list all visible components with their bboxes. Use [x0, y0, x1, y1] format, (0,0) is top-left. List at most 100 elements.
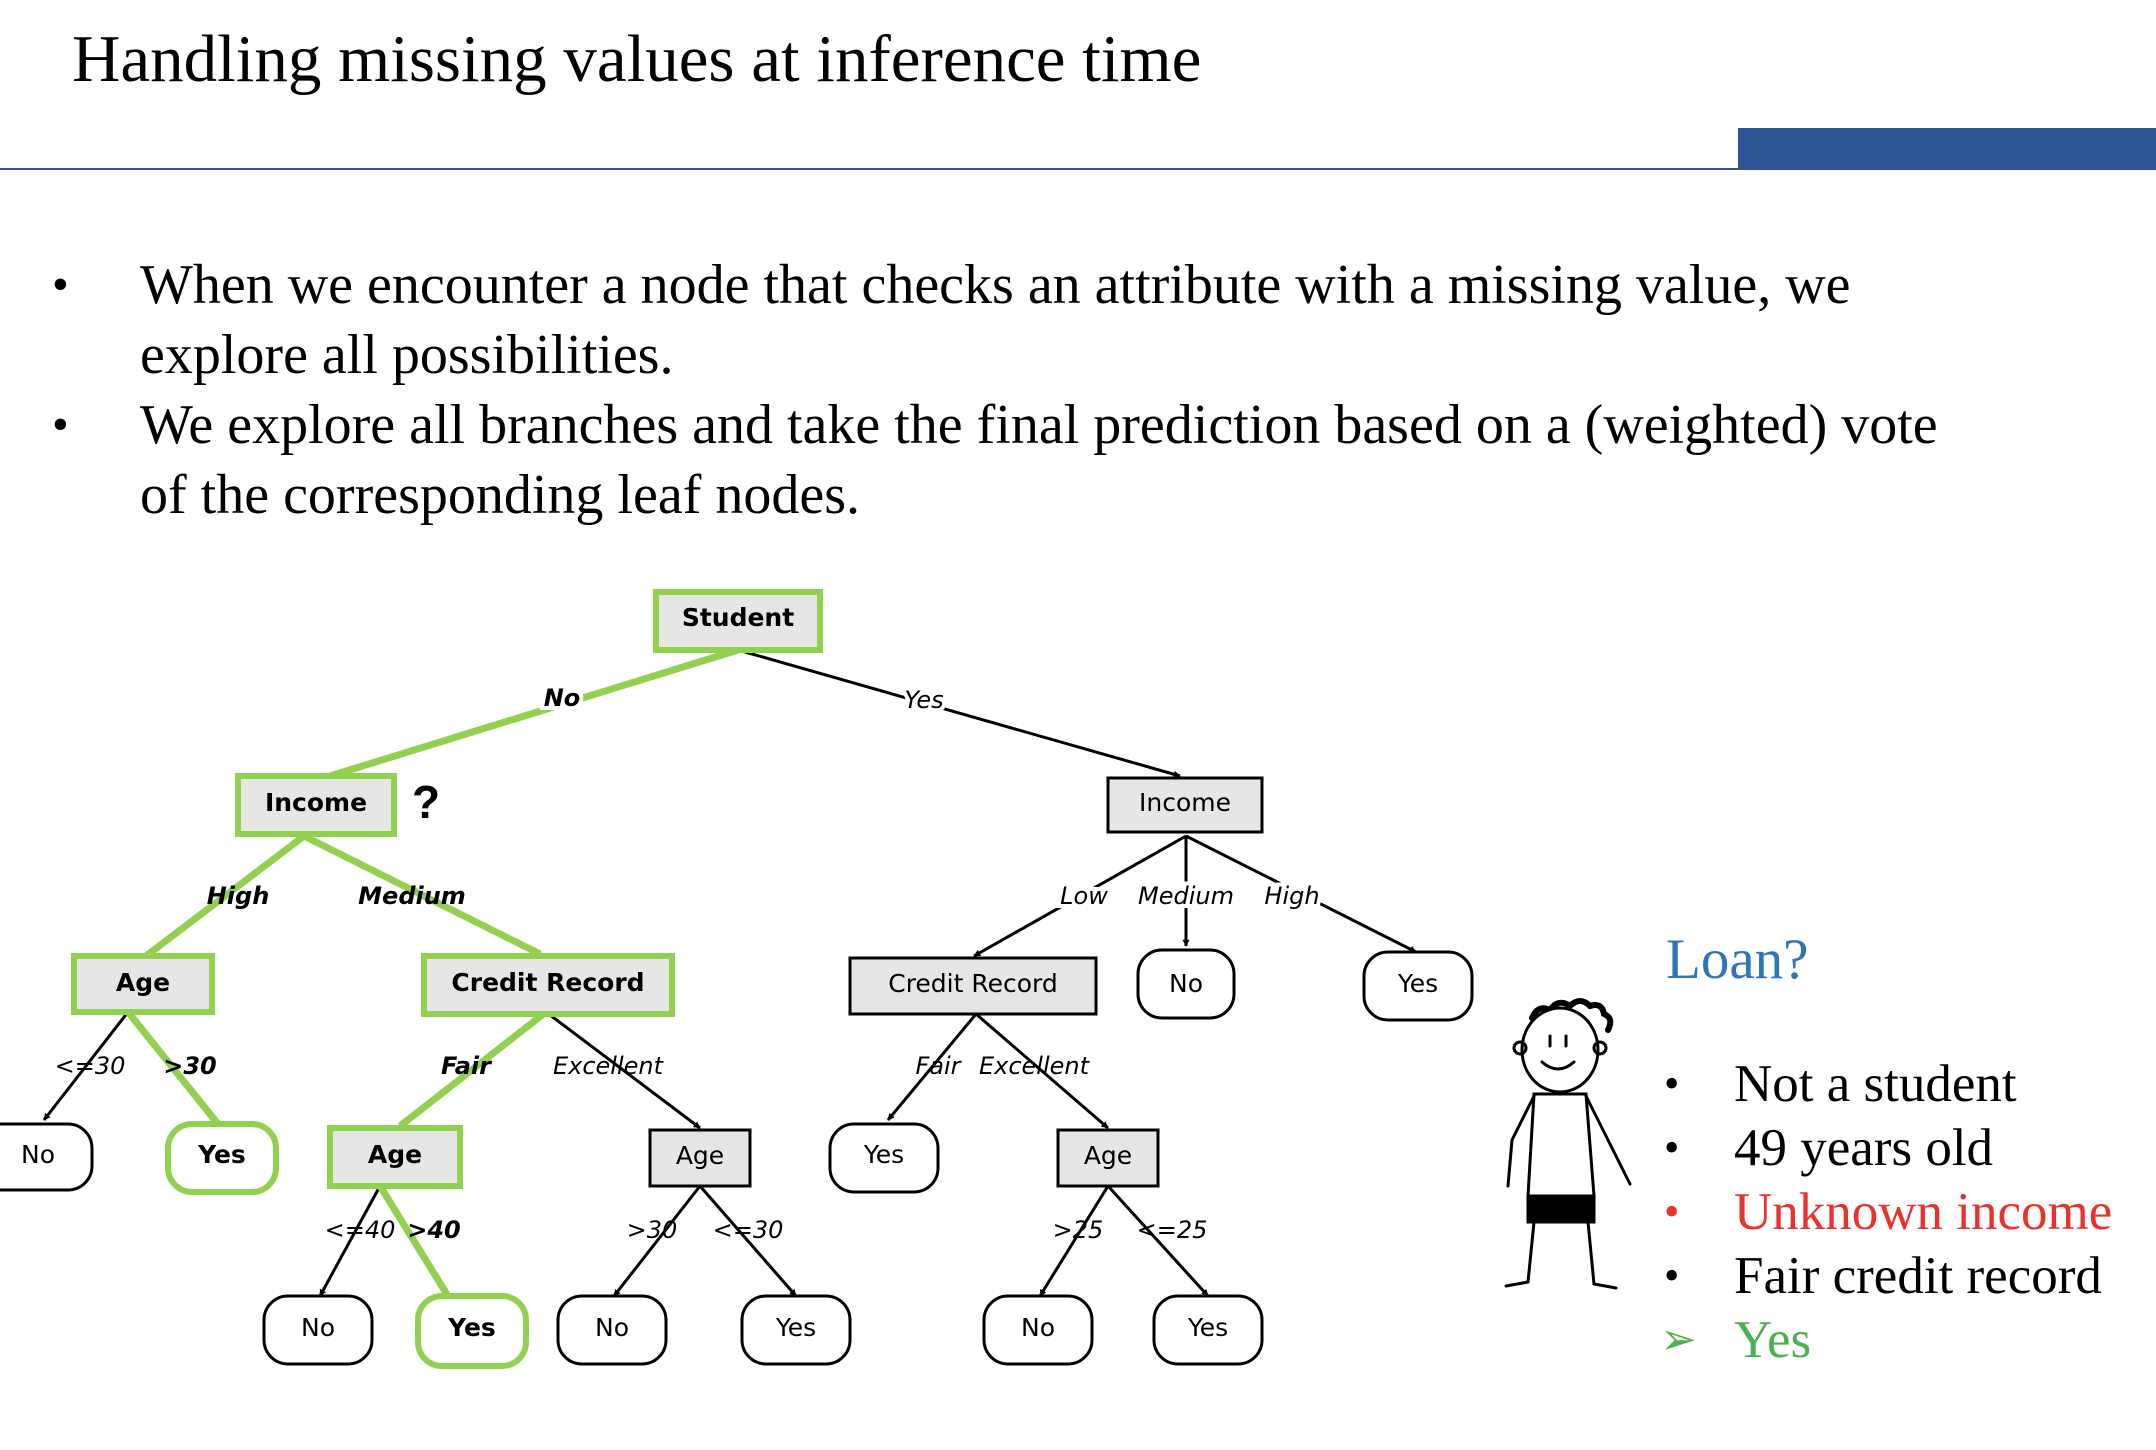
node-income-left [235, 773, 397, 837]
title-accent-bar [1738, 128, 2156, 170]
edge-label-excellent: Excellent [553, 1052, 665, 1080]
leaf-no-2-label: No [301, 1313, 335, 1342]
bullet-1-line-1: When we encounter a node that checks an … [140, 254, 1851, 316]
person-illustration [1504, 998, 1632, 1290]
leaf-yes-fair [828, 1122, 940, 1194]
leaf-yes-1-label: Yes [197, 1140, 246, 1169]
leaf-no-4-label: No [1021, 1313, 1055, 1342]
plain-nodes [648, 776, 1264, 1188]
edge-excellent-right [975, 1012, 1109, 1130]
edge-label-high: High [207, 882, 270, 910]
edge-le30-b [698, 1185, 798, 1297]
bullet-2-line-2: of the corresponding leaf nodes. [140, 464, 860, 526]
answer-yes: Yes [1734, 1311, 1812, 1369]
bullet-2-line-1: We explore all branches and take the fin… [140, 394, 1938, 456]
leaf-yes-4-label: Yes [1187, 1313, 1228, 1342]
node-income-right-label: Income [1139, 788, 1231, 817]
leaf-no-medium [1136, 948, 1236, 1020]
bullet-1-line-2: explore all possibilities. [140, 324, 674, 386]
leaf-yes-4 [1152, 1294, 1264, 1366]
tree-edges [42, 648, 1417, 1298]
edge-label-gt40: >40 [407, 1216, 461, 1244]
edge-label-le30: <=30 [55, 1052, 126, 1080]
edge-label-medium-right: Medium [1138, 882, 1234, 910]
edge-label-fair-right: Fair [915, 1052, 962, 1080]
leaf-no-3 [556, 1294, 668, 1366]
edge-yes [737, 648, 1181, 778]
node-student [653, 589, 823, 653]
leaf-yes-fair-label: Yes [863, 1140, 904, 1169]
edge-label-excellent-right: Excellent [979, 1052, 1091, 1080]
edge-label-gt25: >25 [1053, 1216, 1104, 1244]
edge-fair-right [886, 1013, 978, 1121]
highlighted-edges [125, 646, 740, 1298]
edge-excellent [545, 1010, 701, 1130]
condition-credit-record: Fair credit record [1734, 1247, 2102, 1305]
condition-not-student: Not a student [1734, 1055, 2017, 1113]
condition-bullet: • [1664, 1187, 1680, 1236]
leaf-no-4 [982, 1294, 1094, 1366]
leaf-yes-2 [415, 1293, 529, 1369]
leaf-yes-2-label: Yes [447, 1313, 496, 1342]
node-age-fair [327, 1125, 463, 1189]
leaf-no-2 [262, 1294, 374, 1366]
leaf-yes-3-label: Yes [775, 1313, 816, 1342]
edge-low [973, 834, 1187, 958]
node-income-right [1106, 776, 1264, 834]
edge-no [328, 646, 740, 780]
edge-high-right [1185, 834, 1417, 954]
node-age-right-label: Age [1084, 1141, 1132, 1170]
edge-label-no: No [544, 684, 581, 712]
edge-fair [397, 1009, 549, 1129]
plain-node-labels: Income Credit Record Age Age [676, 788, 1231, 1170]
slide-title: Handling missing values at inference tim… [72, 22, 1202, 96]
node-age-excellent [648, 1128, 752, 1188]
node-age-left [71, 953, 215, 1015]
edge-label-gt30-b: >30 [627, 1216, 678, 1244]
node-student-label: Student [682, 603, 794, 632]
leaf-yes-1 [165, 1121, 279, 1195]
node-income-left-label: Income [265, 788, 367, 817]
edge-le25 [1106, 1184, 1210, 1298]
bullet-symbol: • [52, 258, 69, 311]
edge-label-medium: Medium [358, 882, 466, 910]
leaf-no-medium-label: No [1169, 969, 1203, 998]
edge-label-le30-b: <=30 [713, 1216, 784, 1244]
condition-bullet: • [1664, 1059, 1680, 1108]
edge-gt30-b [612, 1185, 702, 1297]
condition-unknown-income: Unknown income [1734, 1183, 2113, 1241]
question-mark-icon: ? [412, 776, 440, 828]
answer-arrow-icon: ➢ [1660, 1315, 1697, 1364]
condition-age: 49 years old [1734, 1119, 1994, 1177]
node-age-left-label: Age [116, 968, 170, 997]
edge-label-le25: <=25 [1137, 1216, 1208, 1244]
edge-gt40 [377, 1184, 451, 1298]
leaf-no-1 [0, 1122, 94, 1192]
bullet-symbol: • [52, 398, 69, 451]
edge-gt30 [125, 1009, 221, 1127]
highlighted-nodes: Student Income Age Credit Record Age [71, 589, 823, 1189]
plain-leaf-labels: No No No Yes No Yes Yes No Yes [21, 969, 1438, 1342]
edge-high [143, 833, 307, 959]
edge-gt25 [1038, 1185, 1110, 1297]
condition-bullet: • [1664, 1251, 1680, 1300]
edge-label-high-right: High [1264, 882, 1319, 910]
edge-label-low: Low [1060, 882, 1108, 910]
node-age-excellent-label: Age [676, 1141, 724, 1170]
edge-le30 [42, 1011, 130, 1121]
edge-labels: No Yes High Medium Low Medium High <=30 … [55, 680, 1324, 1244]
leaf-no-1-label: No [21, 1140, 55, 1169]
node-age-right [1056, 1128, 1160, 1188]
leaf-yes-high [1362, 950, 1474, 1022]
leaf-yes-high-label: Yes [1397, 969, 1438, 998]
edge-le40 [318, 1185, 382, 1297]
edge-label-gt30: >30 [163, 1052, 217, 1080]
loan-question: Loan? [1666, 928, 1809, 991]
leaf-no-3-label: No [595, 1313, 629, 1342]
leaf-yes-3 [740, 1294, 852, 1366]
condition-bullet: • [1664, 1123, 1680, 1172]
node-credit-right [848, 956, 1098, 1016]
node-credit-left [421, 953, 675, 1017]
plain-leaves [0, 948, 1474, 1366]
